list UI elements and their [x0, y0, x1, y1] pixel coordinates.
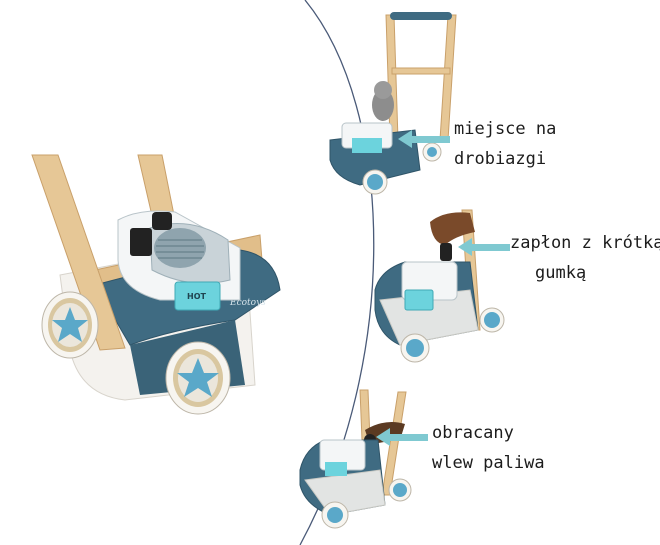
walker3-wheel-front	[321, 501, 349, 529]
engine-hot-label: HOT	[187, 292, 206, 301]
callout-ignition-line-2: gumką	[535, 263, 587, 283]
callout-storage: miejsce na drobiazgi	[454, 114, 556, 174]
walker2-wheel-front	[400, 333, 430, 363]
callout-fuel-cap-line-1: obracany	[432, 423, 514, 443]
callout-fuel-cap-line-2: wlew paliwa	[432, 453, 545, 473]
callout-storage-line-1: miejsce na	[454, 119, 557, 139]
zoom-wheel-left	[41, 291, 99, 359]
zoom-wheel-right	[165, 341, 231, 415]
callout-arrow-2	[458, 238, 510, 256]
walker-ignition-view	[374, 209, 505, 363]
callout-arrow-3	[376, 428, 428, 446]
callout-ignition-line-1: zapłon z krótką	[510, 233, 660, 253]
callout-ignition: zapłon z krótką gumką	[510, 228, 660, 288]
walker1-wheel-front	[362, 169, 388, 195]
svg-text:Ecotoys: Ecotoys	[229, 298, 266, 308]
walker-fuel-cap-view	[299, 389, 412, 529]
callout-storage-line-2: drobiazgi	[454, 149, 547, 169]
callout-fuel-cap: obracany wlew paliwa	[432, 418, 545, 478]
walker-full-view	[329, 12, 457, 195]
callout-arrow-1	[398, 130, 450, 148]
zoomed-walker: Ecotoys HOT	[31, 154, 281, 415]
